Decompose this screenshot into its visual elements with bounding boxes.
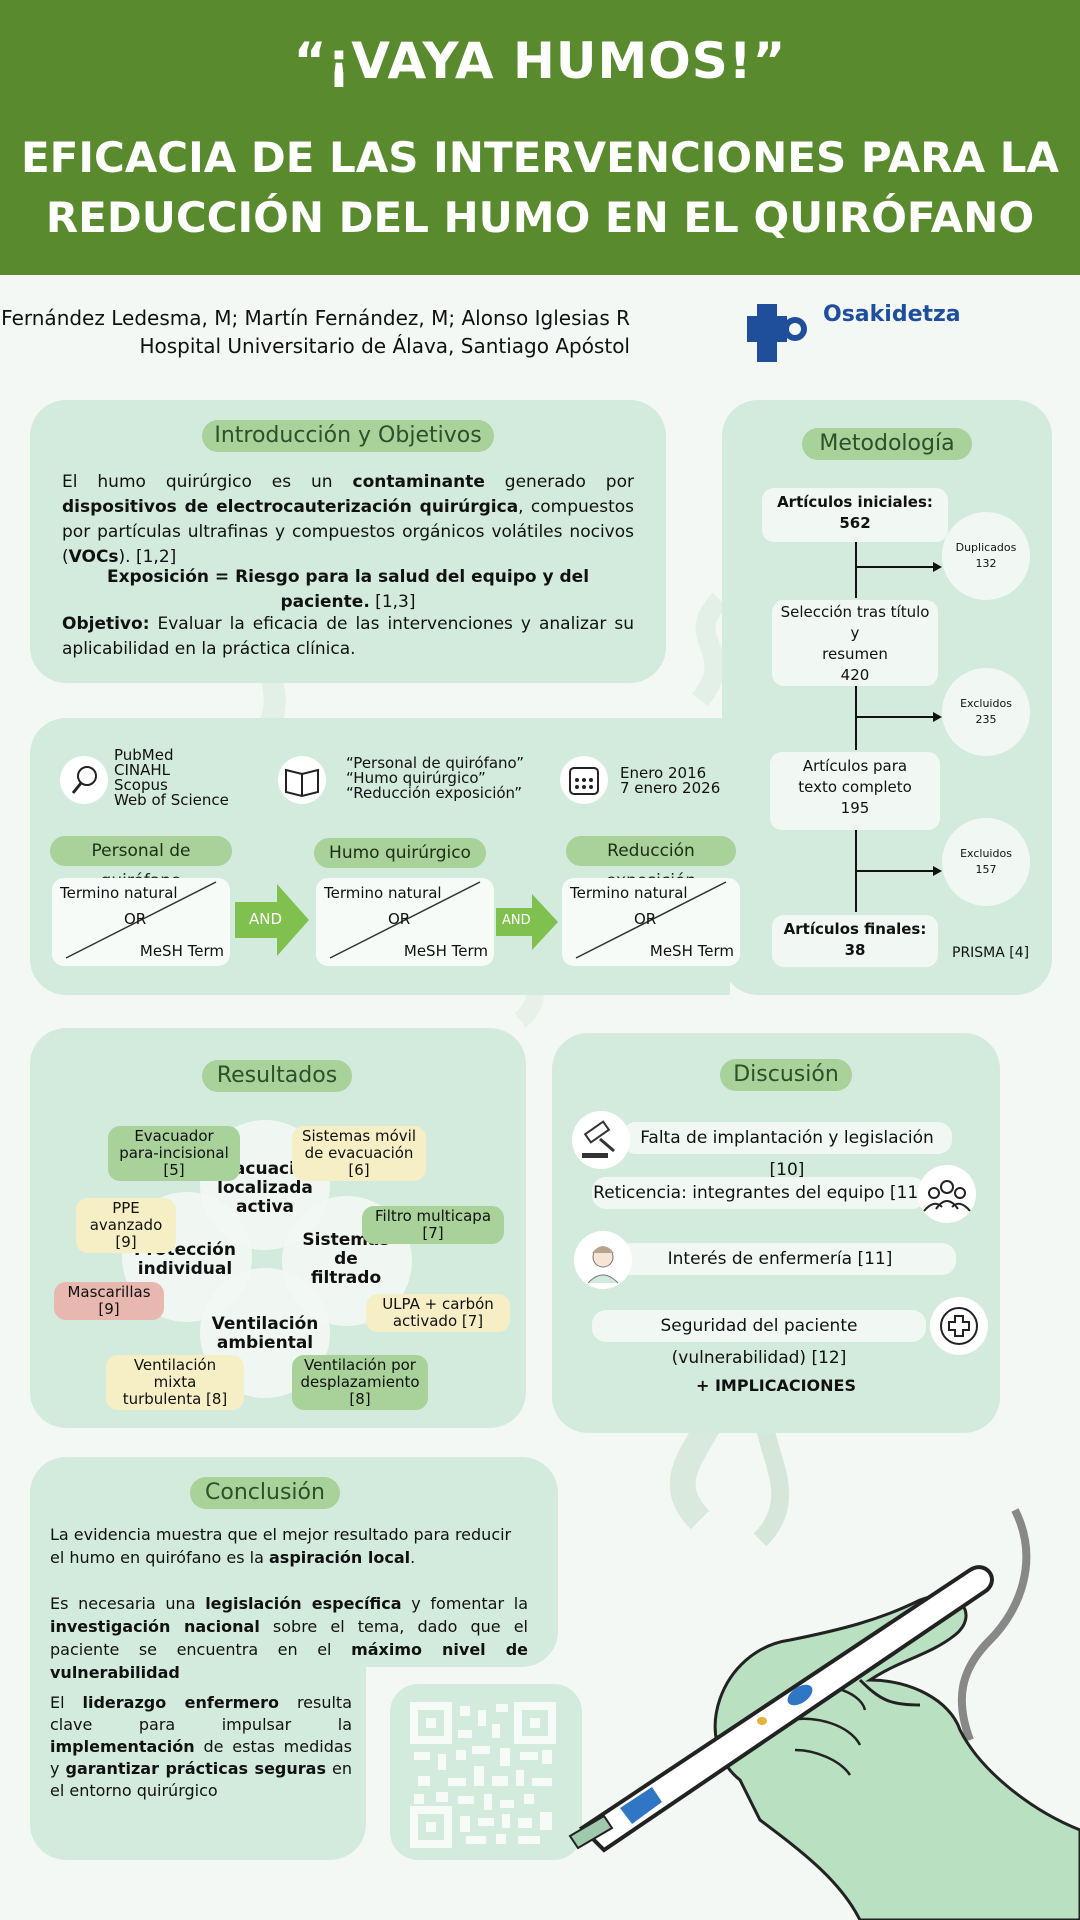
venn-label-vent: Ventilación ambiental (211, 1314, 319, 1353)
flow-line (855, 566, 935, 568)
logo-text: Osakidetza (823, 302, 961, 327)
author-affiliation: Hospital Universitario de Álava, Santiag… (139, 334, 630, 358)
flow-line (855, 542, 857, 598)
tag-mascarillas: Mascarillas [9] (54, 1282, 164, 1320)
qr-code-graphic (408, 1700, 558, 1850)
prisma-reference: PRISMA [4] (952, 945, 1030, 961)
flow-box-seleccion: Selección tras título y resumen 420 (772, 600, 938, 686)
qr-code[interactable] (408, 1700, 558, 1850)
arrow-head (933, 712, 942, 722)
osakidetza-logo: Osakidetza (745, 298, 965, 368)
authors-block: Fernández Ledesma, M; Martín Fernández, … (1, 304, 630, 360)
conclusion-panel-lower (30, 1640, 366, 1860)
medical-cross-icon (930, 1297, 988, 1355)
intro-paragraph-1: El humo quirúrgico es un contaminante ge… (62, 472, 635, 567)
resultados-title: Resultados (202, 1060, 352, 1092)
tag-evacuador: Evacuador para-incisional [5] (108, 1126, 240, 1181)
intro-title: Introducción y Objetivos (202, 420, 494, 452)
arrow-head (933, 866, 942, 876)
discusion-title: Discusión (720, 1059, 852, 1091)
discusion-panel: Discusión Falta de implantación y legisl… (552, 1033, 1000, 1433)
flow-circle-excluidos-1: Excluidos 235 (942, 668, 1030, 756)
resultados-panel: Resultados Evacuación localizada activa … (30, 1028, 526, 1428)
gavel-icon (572, 1111, 630, 1169)
conclusion-paragraph-3: El liderazgo enfermero resulta clave par… (50, 1693, 353, 1800)
and-arrow-2: AND (496, 894, 558, 950)
author-names: Fernández Ledesma, M; Martín Fernández, … (1, 306, 630, 330)
metodologia-panel: Metodología Artículos iniciales: 562 Dup… (722, 400, 1052, 995)
tag-ppe: PPE avanzado [9] (76, 1198, 176, 1253)
intro-paragraph-2: Exposición = Riesgo para la salud del eq… (106, 567, 590, 612)
flow-line (855, 686, 857, 750)
flow-box-initial: Artículos iniciales: 562 (762, 488, 948, 542)
category-humo: Humo quirúrgico (314, 838, 486, 868)
tag-filtro-multicapa: Filtro multicapa [7] (362, 1206, 504, 1244)
calendar-icon (560, 756, 608, 804)
metodologia-title: Metodología (802, 428, 972, 460)
conclusion-paragraph-1: La evidencia muestra que el mejor result… (50, 1525, 512, 1567)
conclusion-title: Conclusión (190, 1477, 340, 1509)
book-icon (278, 756, 326, 804)
team-icon (918, 1165, 976, 1223)
tag-ventilacion-mixta: Ventilación mixta turbulenta [8] (106, 1355, 244, 1410)
date-range: Enero 2016 7 enero 2026 (620, 764, 721, 797)
flow-box-final: Artículos finales: 38 (772, 915, 938, 967)
and-arrow-1: AND (235, 884, 309, 956)
cautery-pen (568, 1565, 994, 1853)
poster-header: “¡VAYA HUMOS!” EFICACIA DE LAS INTERVENC… (0, 0, 1080, 275)
implicaciones-label: + IMPLICACIONES (696, 1376, 856, 1395)
discusion-item-2: Reticencia: integrantes del equipo [11] (592, 1177, 926, 1209)
nurse-icon (574, 1231, 632, 1289)
search-panel: PubMed CINAHL Scopus Web of Science “Per… (30, 718, 740, 995)
flow-box-texto-completo: Artículos para texto completo 195 (770, 752, 940, 830)
discusion-item-1: Falta de implantación y legislación [10] (622, 1122, 952, 1180)
poster-title: “¡VAYA HUMOS!” (293, 32, 787, 90)
pen-cable (957, 1508, 1031, 1742)
flow-line (855, 870, 935, 872)
poster-subtitle: EFICACIA DE LAS INTERVENCIONES PARA LA R… (20, 133, 1060, 242)
intro-paragraph-3: Objetivo: Evaluar la eficacia de las int… (62, 614, 634, 659)
database-list: PubMed CINAHL Scopus Web of Science (114, 746, 229, 809)
intro-panel: Introducción y Objetivos El humo quirúrg… (30, 400, 666, 683)
magnifier-icon (60, 756, 108, 804)
conclusion-paragraph-2: Es necesaria una legislación específica … (50, 1594, 529, 1682)
tag-ventilacion-desplazamiento: Ventilación por desplazamiento [8] (292, 1355, 428, 1410)
arrow-head (933, 562, 942, 572)
flow-circle-excluidos-2: Excluidos 157 (942, 818, 1030, 906)
tag-sistemas-movil: Sistemas móvil de evacuación [6] (292, 1126, 426, 1181)
thumb-line (858, 1678, 921, 1707)
flow-line (855, 716, 935, 718)
electrocautery-hand-illustration (568, 1508, 1080, 1920)
category-reduccion: Reducción exposición (566, 836, 736, 891)
tag-ulpa: ULPA + carbón activado [7] (366, 1294, 510, 1332)
discusion-item-4: Seguridad del paciente (vulnerabilidad) … (592, 1310, 926, 1368)
flow-circle-duplicados: Duplicados 132 (942, 512, 1030, 600)
osakidetza-cross-icon (747, 304, 807, 362)
discusion-item-3: Interés de enfermería [11] (604, 1243, 956, 1275)
search-terms-list: “Personal de quirófano” “Humo quirúrgico… (346, 754, 524, 802)
category-personal: Personal de quirófano (50, 836, 232, 891)
